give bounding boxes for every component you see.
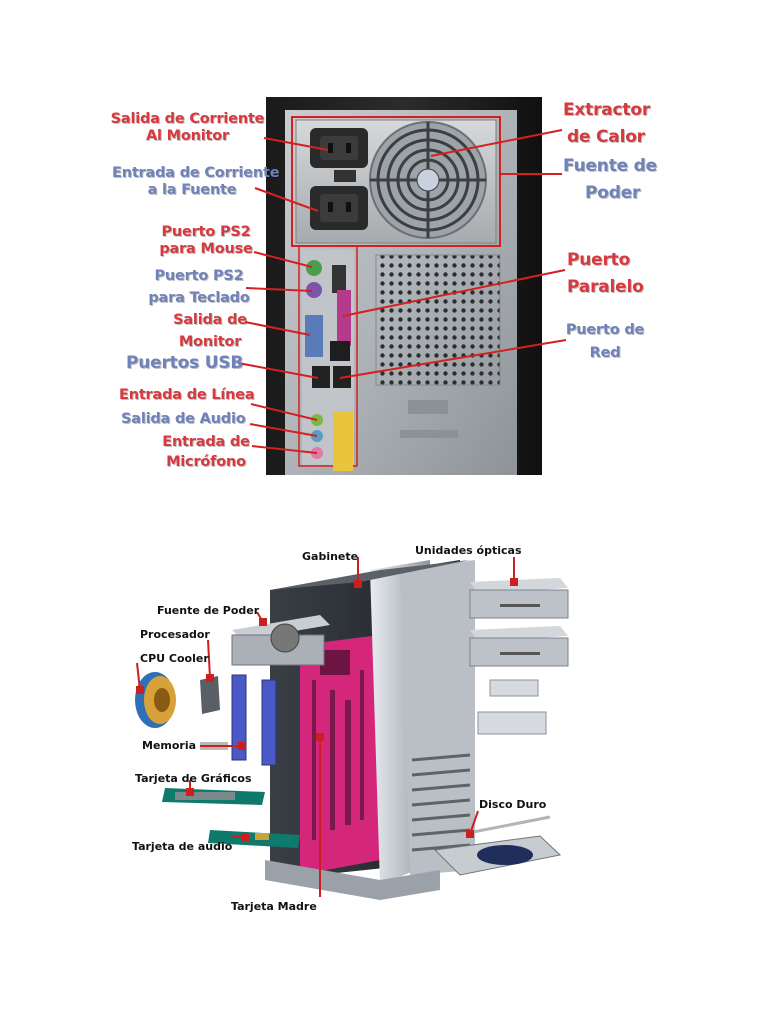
exploded-view-figure: Gabinete Unidades ópticas Fuente de Pode… bbox=[0, 530, 768, 930]
label-unidades-opticas: Unidades ópticas bbox=[415, 544, 522, 557]
label-tarjeta-madre: Tarjeta Madre bbox=[231, 900, 317, 913]
case-exploded-illustration bbox=[135, 557, 569, 900]
label-puertos-usb: Puertos USB bbox=[126, 353, 244, 373]
label-salida-audio: Salida de Audio bbox=[121, 411, 246, 427]
label-tarjeta-graficos: Tarjeta de Gráficos bbox=[135, 772, 252, 785]
label-entrada-linea: Entrada de Línea bbox=[119, 387, 255, 403]
label-procesador: Procesador bbox=[140, 628, 210, 641]
label-gabinete: Gabinete bbox=[302, 550, 359, 563]
label-tarjeta-audio: Tarjeta de audio bbox=[132, 840, 233, 853]
case-back-photo bbox=[237, 97, 567, 475]
label-fuente-poder: Fuente de Poder bbox=[157, 604, 260, 617]
label-memoria: Memoria bbox=[142, 739, 197, 752]
label-disco-duro: Disco Duro bbox=[479, 798, 547, 811]
label-cpu-cooler: CPU Cooler bbox=[140, 652, 209, 665]
